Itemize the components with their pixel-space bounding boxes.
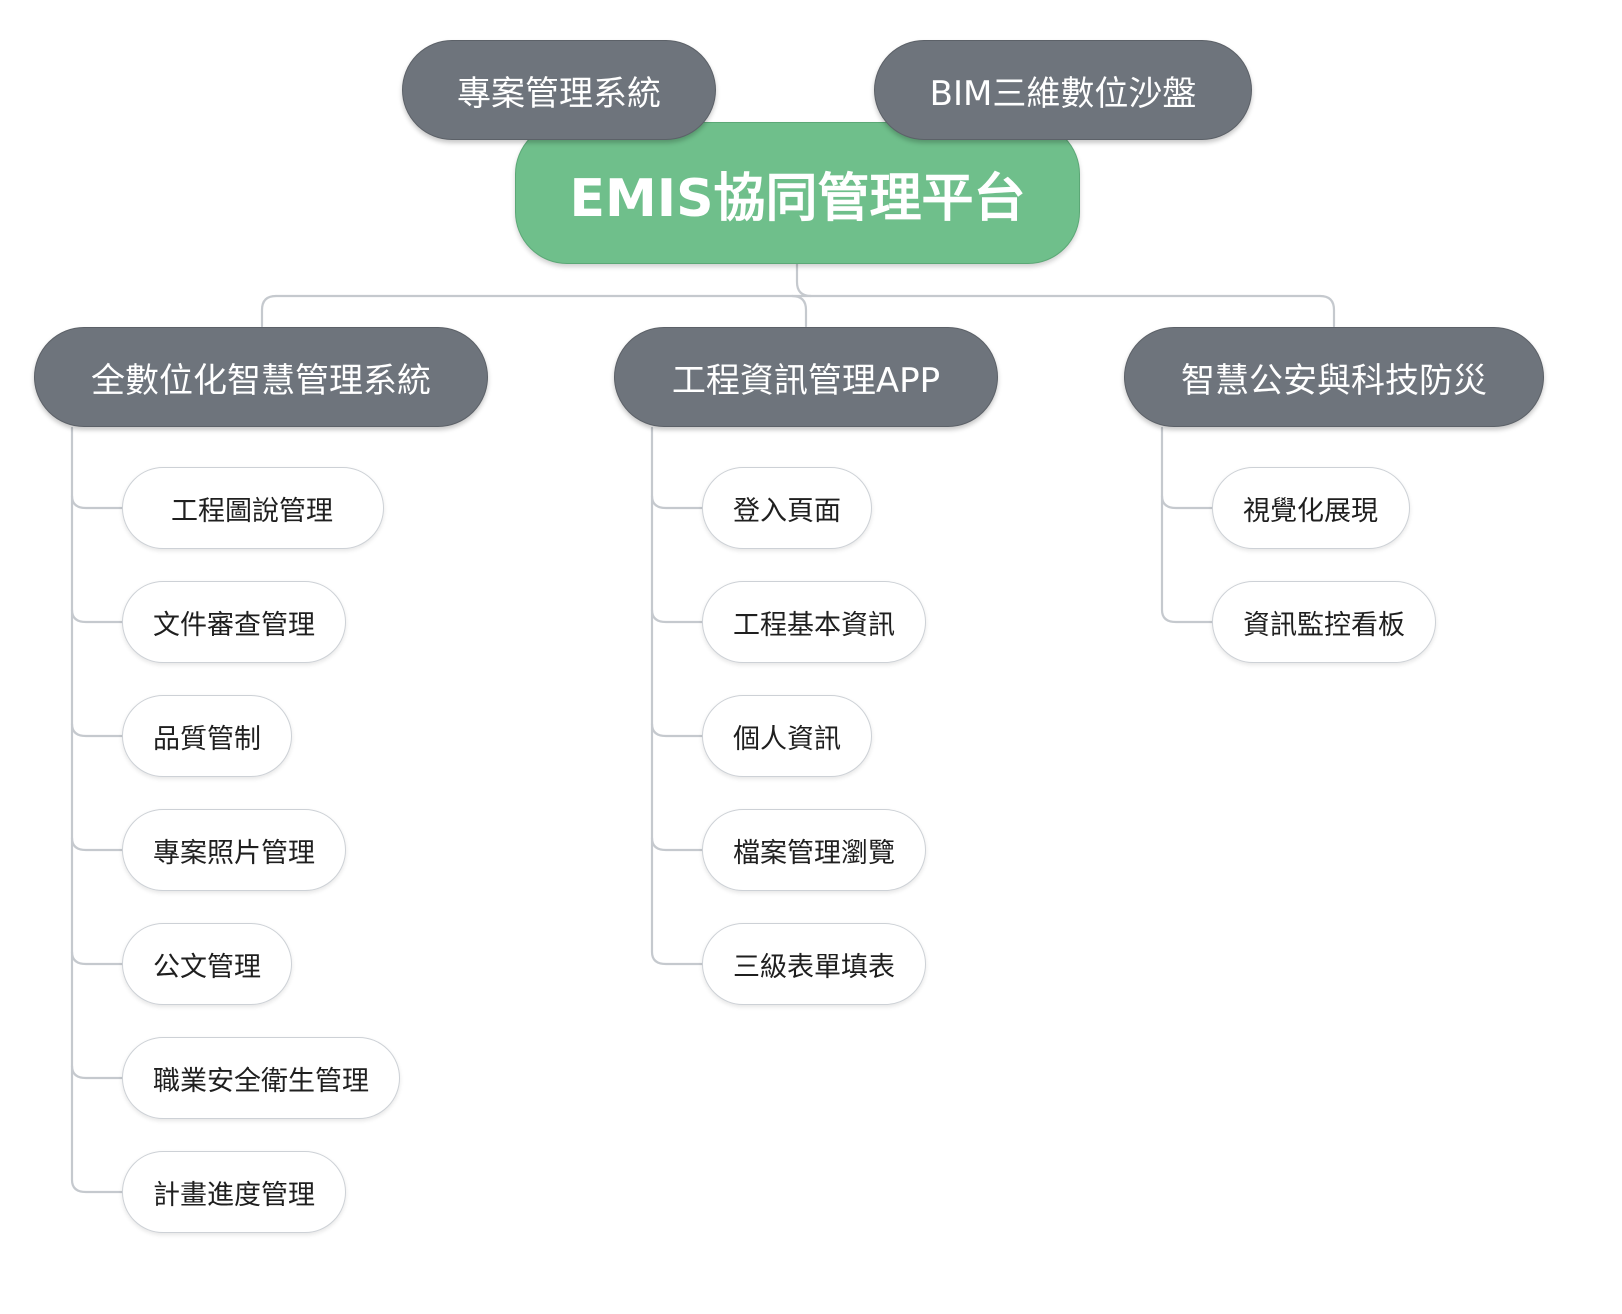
branch-node-safety-disaster: 智慧公安與科技防災 [1124,327,1544,427]
leaf-node: 三級表單填表 [702,923,926,1005]
connector-spine-2 [650,426,704,966]
connector-branch-1 [260,294,278,328]
connector-spine-3 [1160,426,1214,624]
connector-spine-1 [70,426,124,1194]
leaf-node: 文件審查管理 [122,581,346,663]
leaf-node: 登入頁面 [702,467,872,549]
leaf-node: 資訊監控看板 [1212,581,1436,663]
connector-root-stem [795,262,813,298]
leaf-node: 視覺化展現 [1212,467,1410,549]
branch-node-engineering-app: 工程資訊管理APP [614,327,998,427]
leaf-node: 公文管理 [122,923,292,1005]
leaf-node: 工程圖說管理 [122,467,384,549]
leaf-node: 工程基本資訊 [702,581,926,663]
branch-node-digital-management: 全數位化智慧管理系統 [34,327,488,427]
leaf-node: 職業安全衛生管理 [122,1037,400,1119]
leaf-node: 檔案管理瀏覽 [702,809,926,891]
connector-branch-3 [1318,294,1336,328]
root-node: EMIS協同管理平台 [515,122,1080,264]
leaf-node: 計畫進度管理 [122,1151,346,1233]
leaf-node: 個人資訊 [702,695,872,777]
connector-branch-2 [790,294,808,328]
leaf-node: 品質管制 [122,695,292,777]
leaf-node: 專案照片管理 [122,809,346,891]
top-node-bim-sandbox: BIM三維數位沙盤 [874,40,1252,140]
top-node-project-management: 專案管理系統 [402,40,716,140]
